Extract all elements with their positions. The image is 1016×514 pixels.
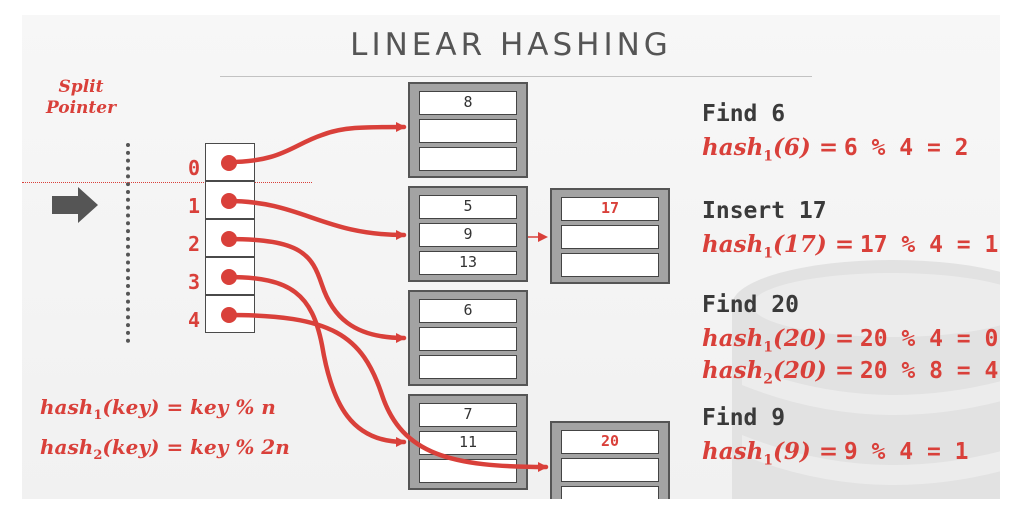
hash-fn-name: hash (702, 357, 764, 384)
pointer-dot (221, 231, 237, 247)
argument: (6) (773, 134, 811, 161)
directory-slot-0 (205, 143, 255, 181)
bucket-1-slot-0: 5 (419, 195, 517, 219)
operation-2-title: Insert 17 (702, 198, 827, 224)
overflow-bucket-1: 20 (550, 421, 670, 499)
bucket-1-slot-1: 9 (419, 223, 517, 247)
bucket-0-slot-1 (419, 119, 517, 143)
split-pointer-line (22, 182, 312, 183)
split-pointer-label-line-2: Pointer (45, 98, 117, 118)
directory-slot-3 (205, 257, 255, 295)
bucket-2: 6 (408, 290, 528, 386)
directory-index-4: 4 (187, 308, 200, 332)
argument: (20) (773, 325, 827, 352)
page-title: LINEAR HASHING (350, 27, 672, 63)
slide: LINEAR HASHING Split Pointer 0 1 2 3 4 8… (22, 15, 1000, 499)
overflow-bucket-0: 17 (550, 188, 670, 284)
hash-function-1-body: (key) = key % n (102, 395, 276, 419)
operation-4-expression: hash1(9) = 9 % 4 = 1 (702, 438, 969, 469)
subscript: 2 (763, 371, 774, 388)
directory-index-3: 3 (187, 270, 200, 294)
bucket-0-slot-0: 8 (419, 91, 517, 115)
hash-fn-name: hash (702, 231, 764, 258)
hash-fn-name: hash (702, 134, 764, 161)
pointer-dot (221, 193, 237, 209)
title-divider (220, 76, 812, 77)
operation-3-title: Find 20 (702, 292, 799, 318)
bucket-3-slot-0: 7 (419, 403, 517, 427)
bucket-2-slot-2 (419, 355, 517, 379)
bucket-1-slot-2: 13 (419, 251, 517, 275)
bucket-0: 8 (408, 82, 528, 178)
overflow-bucket-0-slot-0: 17 (561, 197, 659, 221)
split-pointer-label-line-1: Split (58, 77, 104, 97)
argument: (20) (773, 357, 827, 384)
result: 20 % 8 = 4 (859, 358, 999, 384)
pointer-dot (221, 155, 237, 171)
bucket-2-slot-0: 6 (419, 299, 517, 323)
overflow-bucket-0-slot-2 (561, 253, 659, 277)
hash-function-1-name: hash (40, 395, 94, 419)
result: 6 % 4 = 2 (843, 135, 969, 161)
result: 17 % 4 = 1 (859, 232, 999, 258)
split-pointer-arrow-icon (52, 187, 98, 223)
bucket-2-slot-1 (419, 327, 517, 351)
overflow-bucket-0-slot-1 (561, 225, 659, 249)
operation-1-expression: hash1(6) = 6 % 4 = 2 (702, 134, 969, 165)
result: 20 % 4 = 0 (859, 326, 999, 352)
result: 9 % 4 = 1 (843, 439, 969, 465)
hash-function-1-subscript: 1 (93, 408, 103, 423)
subscript: 1 (763, 148, 774, 165)
overflow-bucket-1-slot-0: 20 (561, 430, 659, 454)
pointer-dot (221, 269, 237, 285)
operation-3-expression-1: hash1(20) = 20 % 4 = 0 (702, 325, 999, 356)
directory-slot-1 (205, 181, 255, 219)
bucket-0-slot-2 (419, 147, 517, 171)
bucket-3: 7 11 (408, 394, 528, 490)
argument: (17) (773, 231, 827, 258)
hash-function-2-subscript: 2 (93, 448, 103, 463)
pointer-dot (221, 307, 237, 323)
split-pointer-label: Split Pointer (26, 77, 136, 119)
subscript: 1 (763, 245, 774, 262)
hash-function-2-name: hash (40, 435, 94, 459)
bucket-3-slot-2 (419, 459, 517, 483)
overflow-bucket-1-slot-2 (561, 486, 659, 499)
directory-slot-4 (205, 295, 255, 333)
overflow-bucket-1-slot-1 (561, 458, 659, 482)
split-boundary-line (126, 143, 130, 343)
directory-slot-2 (205, 219, 255, 257)
directory-index-2: 2 (187, 232, 200, 256)
bucket-1: 5 9 13 (408, 186, 528, 282)
operation-4-title: Find 9 (702, 405, 786, 431)
directory-index-1: 1 (187, 194, 200, 218)
operation-2-expression: hash1(17) = 17 % 4 = 1 (702, 231, 999, 262)
operation-1-title: Find 6 (702, 101, 786, 127)
directory-index-0: 0 (187, 156, 200, 180)
hash-function-1: hash1(key) = key % n (40, 395, 276, 423)
hash-fn-name: hash (702, 325, 764, 352)
hash-function-2-body: (key) = key % 2n (102, 435, 290, 459)
hash-fn-name: hash (702, 438, 764, 465)
subscript: 1 (763, 339, 774, 356)
subscript: 1 (763, 452, 774, 469)
operation-3-expression-2: hash2(20) = 20 % 8 = 4 (702, 357, 999, 388)
hash-function-2: hash2(key) = key % 2n (40, 435, 290, 463)
bucket-3-slot-1: 11 (419, 431, 517, 455)
argument: (9) (773, 438, 811, 465)
background-logo-icon (732, 260, 1000, 499)
